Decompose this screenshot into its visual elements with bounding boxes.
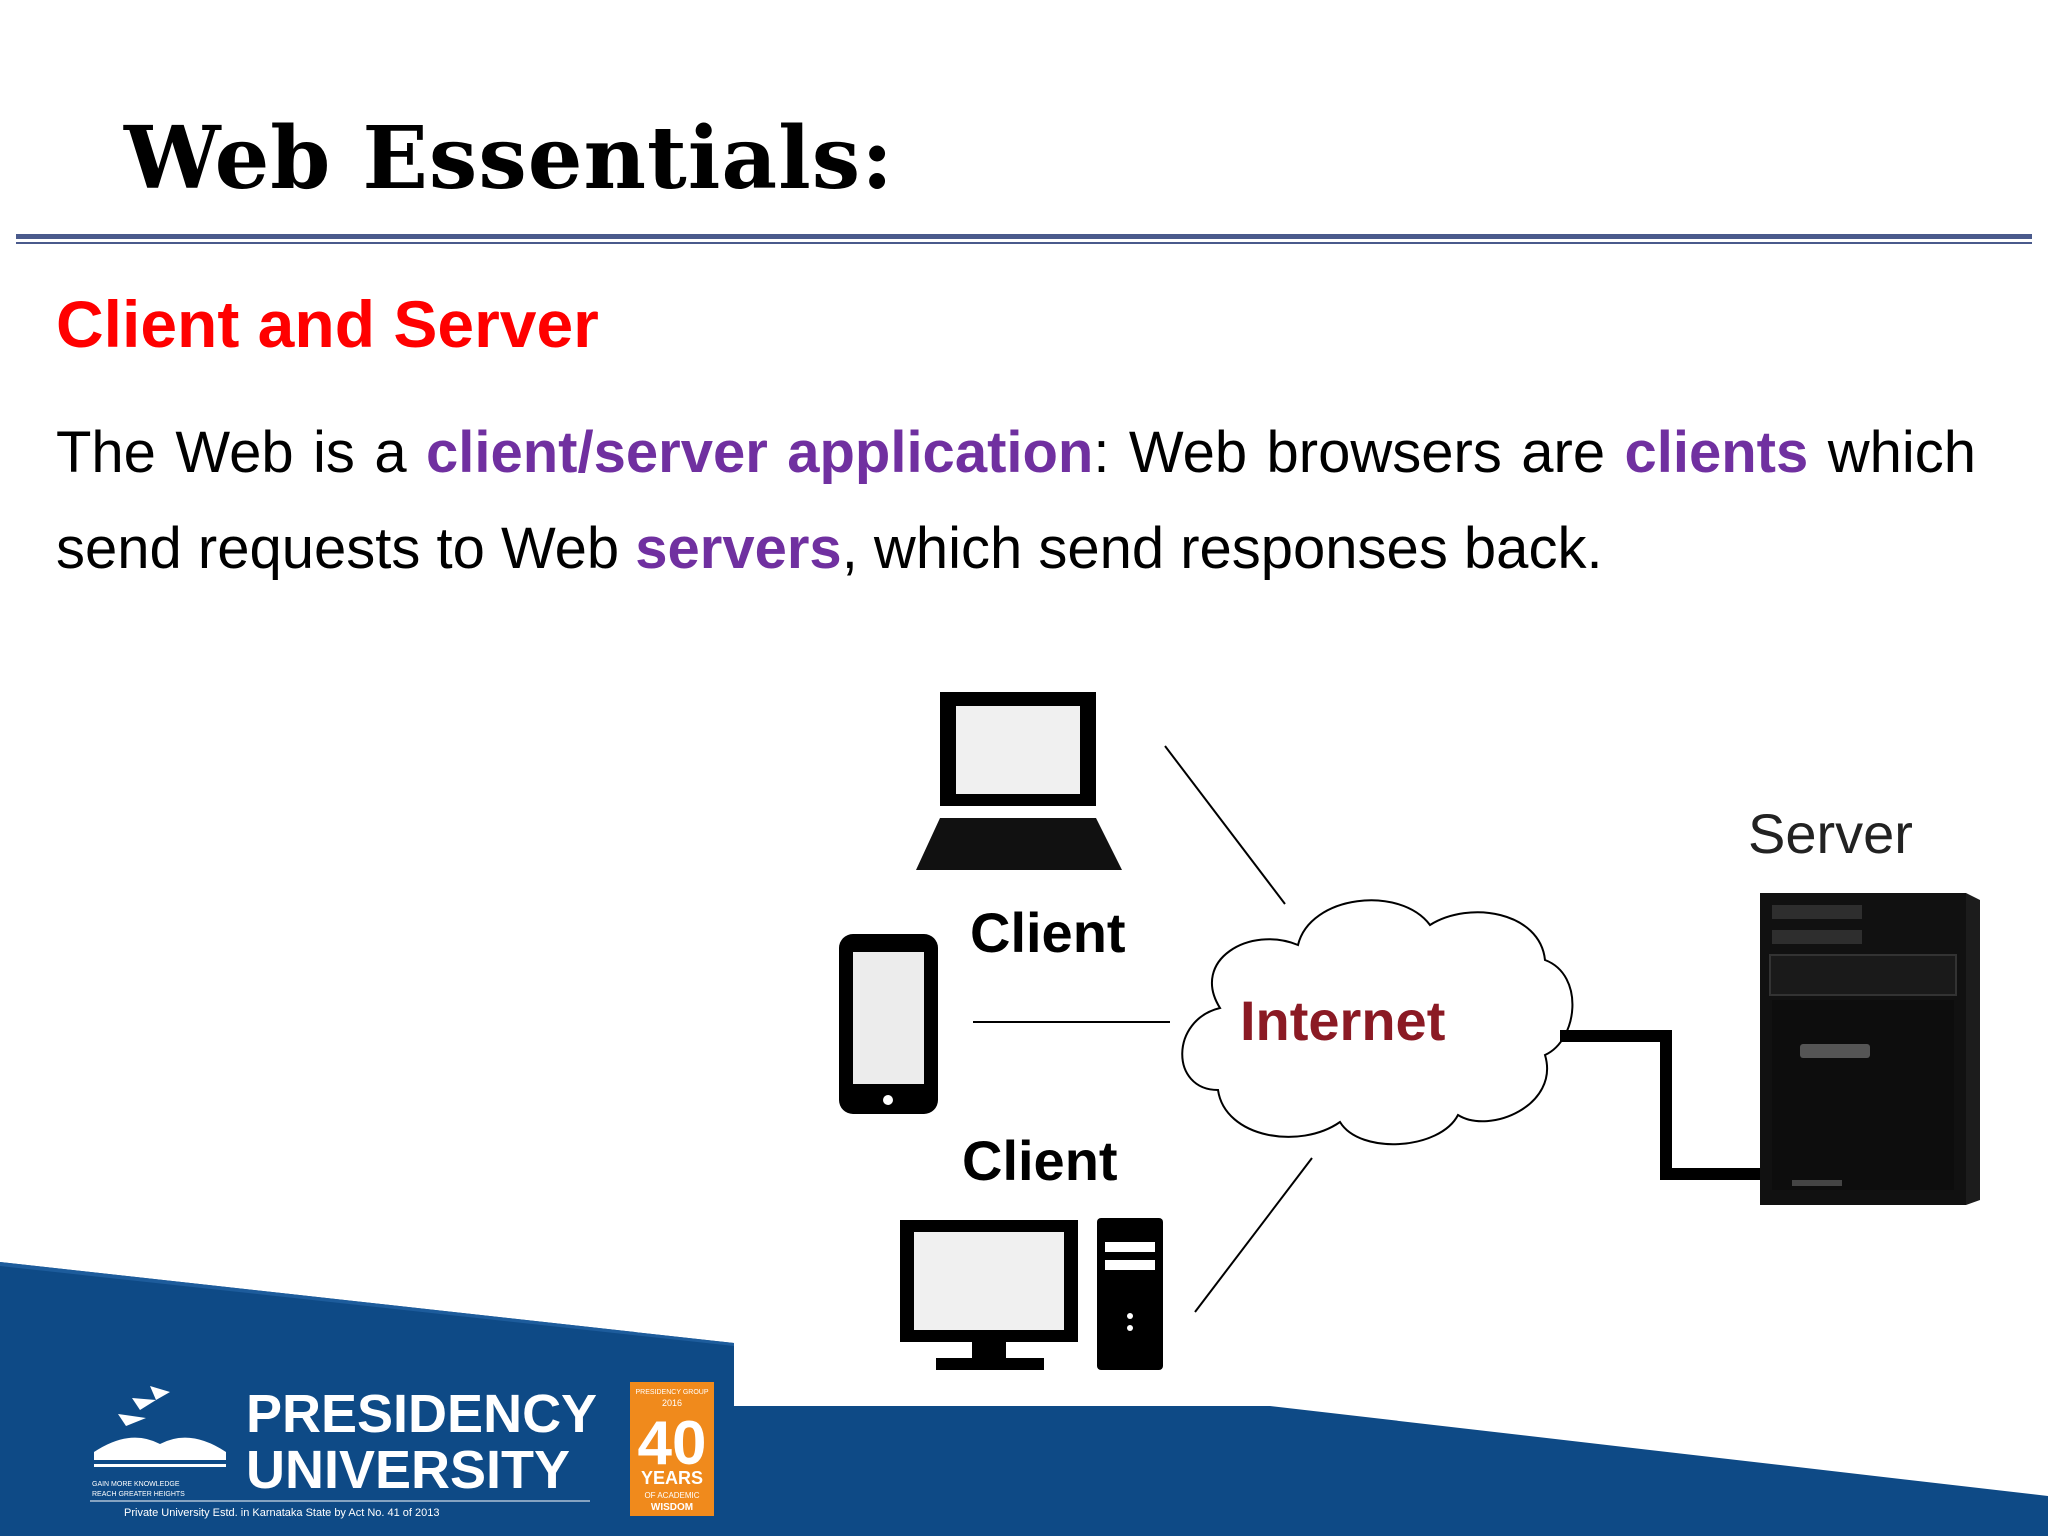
- desktop-connection-line: [1194, 1157, 1313, 1313]
- client-server-diagram: Client Client Internet Server: [839, 692, 1980, 1370]
- university-logo: GAIN MORE KNOWLEDGE REACH GREATER HEIGHT…: [90, 1382, 714, 1519]
- logo-name-line1: PRESIDENCY: [246, 1384, 597, 1444]
- badge-of-text: OF ACADEMIC: [644, 1491, 699, 1500]
- title-divider: [16, 234, 2032, 246]
- badge-wisdom-text: WISDOM: [651, 1502, 693, 1513]
- laptop-connection-line: [1164, 745, 1286, 905]
- body-paragraph: The Web is a client/server application: …: [56, 405, 1976, 597]
- badge-year-text: 2016: [662, 1398, 682, 1408]
- logo-name-line2: UNIVERSITY: [246, 1440, 570, 1500]
- badge-years-text: YEARS: [641, 1468, 703, 1488]
- desktop-tower-icon: [1097, 1218, 1163, 1370]
- highlight-clients: clients: [1624, 420, 1809, 485]
- laptop-icon: [916, 692, 1122, 870]
- badge-top-text: PRESIDENCY GROUP: [636, 1389, 709, 1396]
- server-label: Server: [1748, 802, 1913, 865]
- server-connection-line: [1560, 1030, 1760, 1180]
- body-text-1: The Web is a: [56, 420, 427, 485]
- highlight-servers: servers: [635, 516, 842, 581]
- desktop-monitor-icon: [900, 1220, 1078, 1370]
- body-text-3: which send requests to Web: [56, 420, 1976, 581]
- highlight-client-server-application: client/server application: [426, 420, 1094, 485]
- server-tower-icon: [1760, 893, 1980, 1205]
- logo-tagline-2: REACH GREATER HEIGHTS: [92, 1491, 185, 1498]
- open-book-emblem-icon: [94, 1386, 226, 1467]
- smartphone-icon: [839, 934, 938, 1114]
- client-label-1: Client: [970, 901, 1126, 964]
- logo-estd-text: Private University Estd. in Karnataka St…: [124, 1507, 440, 1519]
- badge-number: 40: [638, 1409, 707, 1478]
- body-text-4: , which send responses back.: [841, 516, 1603, 581]
- internet-cloud-icon: [1181, 899, 1574, 1146]
- logo-tagline-1: GAIN MORE KNOWLEDGE: [92, 1481, 180, 1488]
- slide-title: Web Essentials:: [124, 108, 894, 209]
- section-subtitle: Client and Server: [56, 287, 599, 361]
- 40-years-badge: PRESIDENCY GROUP 2016 40 YEARS OF ACADEM…: [630, 1382, 714, 1516]
- body-text-2: : Web browsers are: [1093, 420, 1625, 485]
- internet-label: Internet: [1240, 989, 1445, 1052]
- client-label-2: Client: [962, 1129, 1118, 1192]
